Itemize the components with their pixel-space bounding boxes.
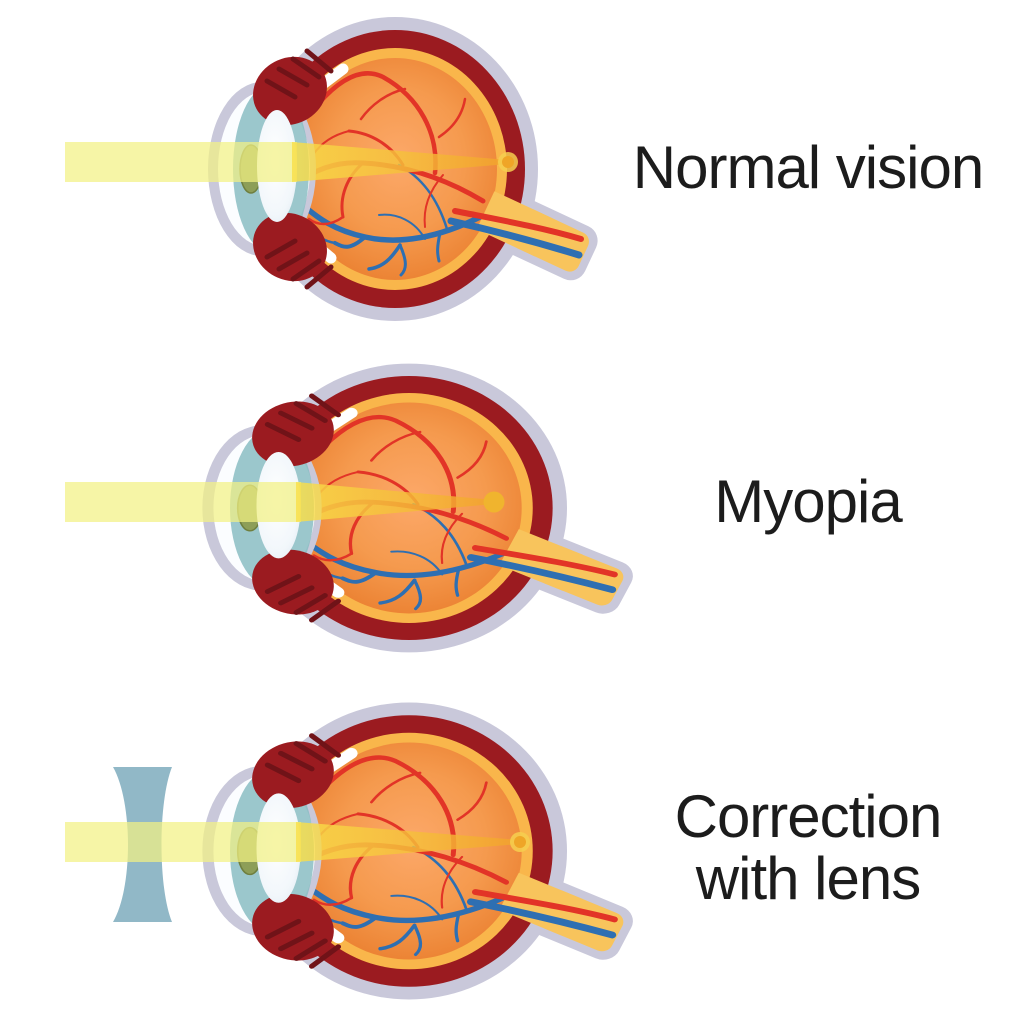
light-beam [65, 822, 301, 862]
focal-point-on-retina [510, 832, 530, 852]
normal-eye-diagram [65, 17, 603, 321]
light-beam [65, 142, 297, 182]
focal-point-on-retina [498, 152, 518, 172]
light-beam [65, 482, 301, 522]
caption-correction-line1: Correction [674, 783, 943, 850]
caption-normal-vision: Normal vision [632, 134, 984, 201]
caption-correction-with-lens: Correction with lens [588, 786, 1024, 910]
focused-cone [292, 142, 508, 182]
focused-cone [296, 482, 494, 522]
caption-correction-line2: with lens [695, 845, 921, 912]
myopia-eye-diagram [65, 364, 639, 653]
correction-eye-diagram [65, 702, 639, 999]
caption-myopia: Myopia [714, 468, 902, 535]
focused-cone [296, 822, 520, 862]
focal-point-before-retina [483, 491, 505, 513]
